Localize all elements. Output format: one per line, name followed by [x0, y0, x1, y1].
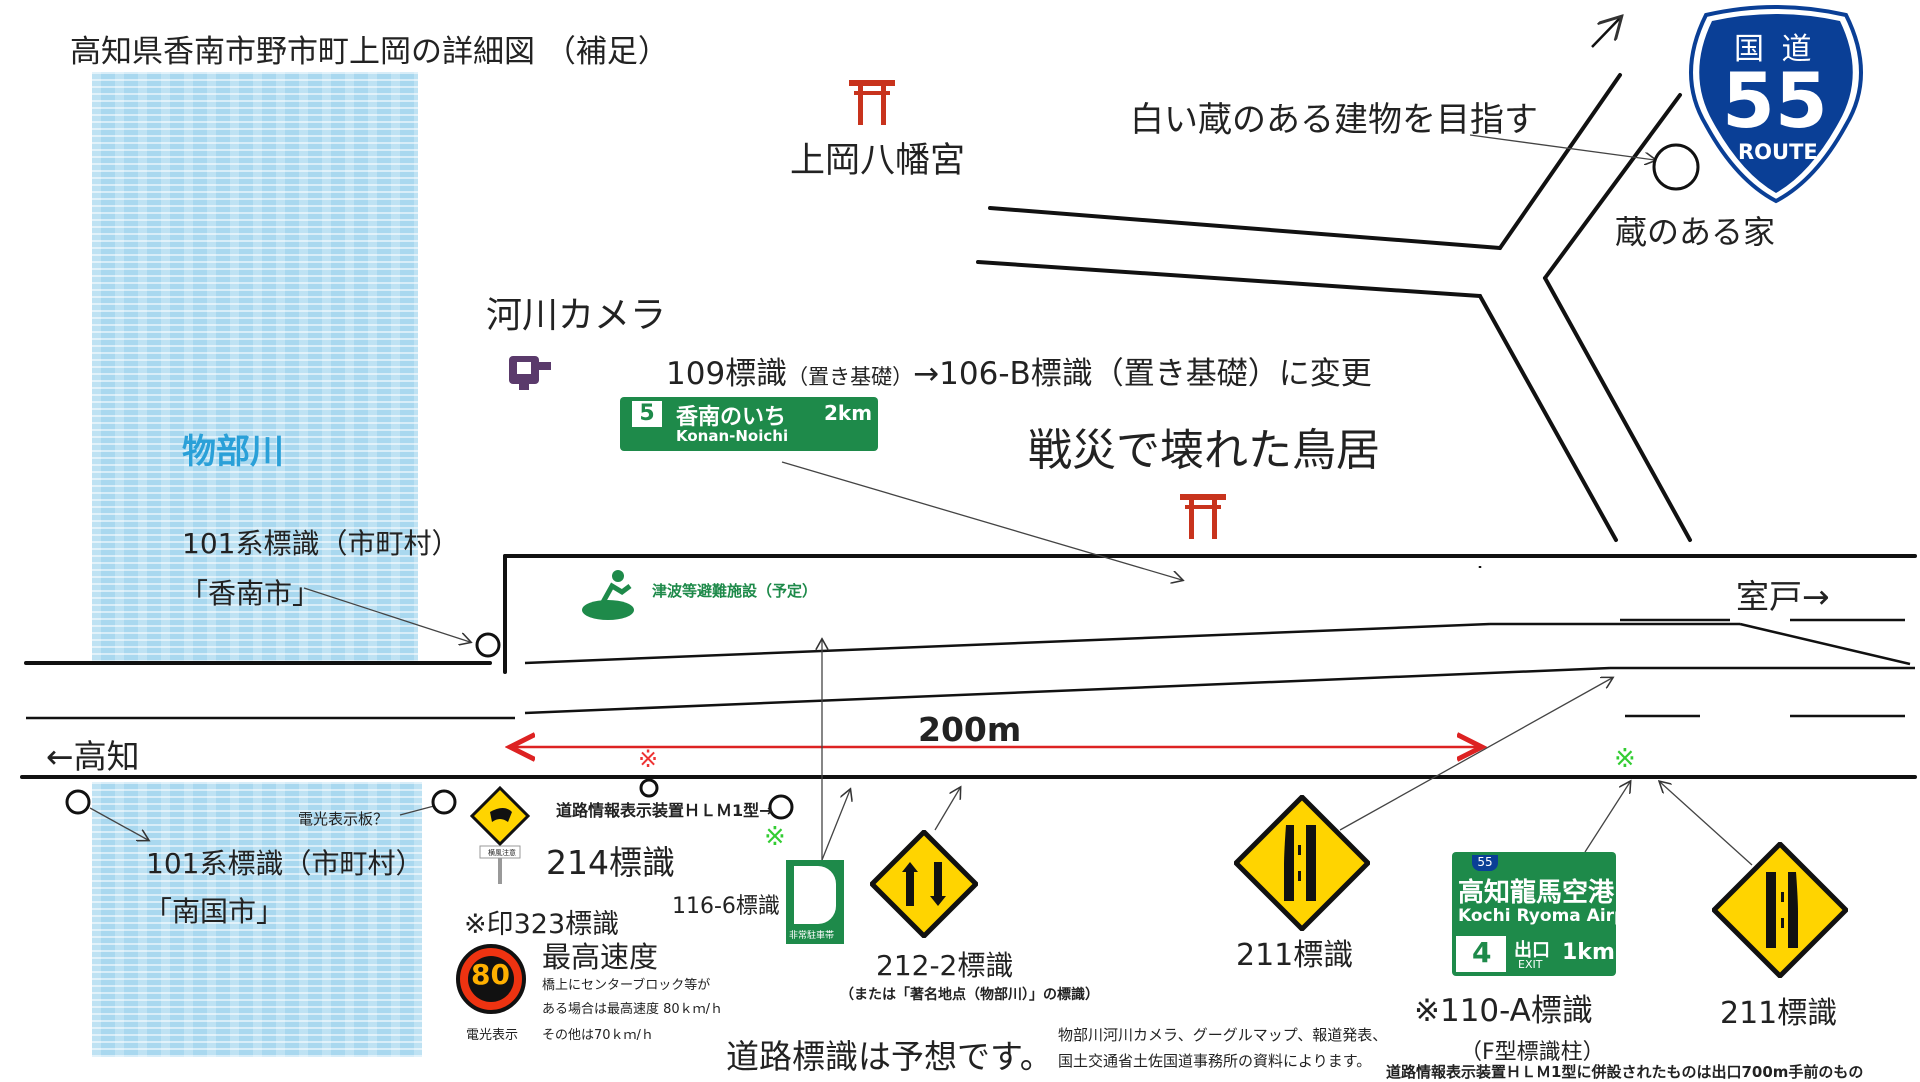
route-shield-top: 国 道 — [1734, 32, 1816, 67]
house-label: 蔵のある家 — [1615, 213, 1776, 251]
kochi-direction: ←高知 — [46, 737, 140, 776]
tsunami-evacuation-icon — [580, 568, 640, 624]
airport-name-jp: 高知龍馬空港 — [1458, 878, 1615, 908]
sign211-a-icon — [1232, 793, 1372, 935]
route-shield-number: 55 — [1722, 56, 1828, 145]
sign-change-small2: （置き基礎） — [1092, 356, 1279, 392]
airport-sign: 55 高知龍馬空港 Kochi Ryoma Airport 4 出口 EXIT … — [1452, 852, 1654, 976]
sign211-b-icon — [1710, 840, 1850, 982]
green-destination-sign: 5 香南のいち 2km Konan-Noichi — [620, 397, 878, 451]
sign101-bottom-title: 101系標識（市町村） — [146, 847, 424, 880]
shrine-name: 上岡八幡宮 — [790, 141, 966, 181]
river-lower — [92, 782, 422, 1057]
sign212-label: 212-2標識 — [876, 949, 1014, 982]
torii-destroyed-label: 戦災で壊れた鳥居 — [1028, 425, 1380, 476]
tsunami-label: 津波等避難施設（予定） — [652, 582, 818, 600]
torii-icon — [847, 76, 897, 130]
airport-exit-number: 4 — [1472, 936, 1492, 969]
sign323-note3: その他は70ｋｍ/ｈ — [542, 1028, 654, 1043]
sign-change-small1: （置き基礎） — [787, 365, 914, 389]
route-shield-bottom: ROUTE — [1738, 140, 1818, 164]
river-camera-label: 河川カメラ — [486, 295, 667, 336]
muroto-direction: 室戸→ — [1736, 577, 1830, 616]
sign-change-prefix: 109標識 — [666, 356, 788, 392]
airport-name-en: Kochi Ryoma Airport — [1458, 906, 1655, 926]
speed-limit-value: 80 — [471, 958, 510, 991]
sign212-icon — [868, 828, 980, 942]
sign214-plate: 横風注意 — [488, 849, 516, 857]
sources-line1: 物部川河川カメラ、グーグルマップ、報道発表、 — [1058, 1026, 1388, 1044]
sign-change-suffix: に変更 — [1278, 356, 1372, 392]
asterisk-mark-green-1: ※ — [764, 822, 786, 852]
sign116-inner — [794, 866, 836, 924]
sign116-plate: 非常駐車帯 — [789, 931, 835, 941]
sign110-label: ※110-A標識 — [1414, 993, 1593, 1029]
airport-exit-box — [1456, 936, 1506, 972]
sign116-icon: 非常駐車帯 — [786, 860, 844, 944]
sign323-note1: 橋上にセンターブロック等が — [542, 978, 711, 993]
sign323-heading: 最高速度 — [542, 940, 659, 974]
camera-icon — [505, 350, 555, 396]
asterisk-mark-red: ※ — [638, 745, 659, 773]
green-sign-name: 香南のいち — [676, 405, 787, 430]
sign323-caption: 電光表示 — [466, 1028, 519, 1043]
sign110-pole: （F型標識柱） — [1460, 1040, 1605, 1065]
airport-dist: 1km — [1562, 940, 1615, 965]
house-target-note: 白い蔵のある建物を目指す — [1130, 100, 1538, 140]
sign-change-middle: →106-B標識 — [913, 356, 1093, 392]
sign116-label: 116-6標識 — [672, 894, 780, 919]
sign101-top-name: 「香南市」 — [180, 577, 321, 610]
electric-board-question: 電光表示板？ — [298, 810, 389, 828]
green-sign-dist: 2km — [824, 401, 873, 425]
torii-destroyed-icon — [1178, 490, 1228, 544]
sign211-b-label: 211標識 — [1720, 996, 1838, 1031]
route-55-shield — [1676, 5, 1876, 209]
sign-change-note: 109標識（置き基礎）→106-B標識（置き基礎）に変更 — [666, 348, 1372, 393]
footnote-hlm: 道路情報表示装置ＨＬＭ1型に併設されたものは出口700m手前のもの — [1386, 1063, 1864, 1081]
airport-exit-jp: 出口 — [1514, 940, 1550, 961]
sign323-note2: ある場合は最高速度 80ｋｍ/ｈ — [542, 1002, 724, 1017]
airport-route-badge: 55 — [1472, 855, 1498, 871]
disclaimer: 道路標識は予想です。 — [726, 1037, 1053, 1076]
sign211-a-label: 211標識 — [1236, 938, 1354, 973]
sign214-icon — [469, 785, 531, 890]
river-upper — [92, 72, 418, 662]
lane-taper-1 — [524, 622, 1491, 665]
distance-label: 200m — [918, 710, 1022, 749]
sign101-bottom-name: 「南国市」 — [144, 895, 285, 928]
sign212-note: （または「著名地点（物部川）」の標識） — [840, 987, 1099, 1003]
green-sign-romaji: Konan-Noichi — [676, 427, 789, 445]
sign214-label: 214標識 — [546, 843, 675, 882]
river-name: 物部川 — [182, 432, 284, 472]
green-sign-number: 5 — [632, 401, 662, 427]
asterisk-mark-green-2: ※ — [1614, 744, 1636, 774]
north-arrow — [1591, 18, 1620, 48]
road-info-device-label: 道路情報表示装置ＨＬＭ1型→ — [556, 801, 773, 820]
sign101-top-title: 101系標識（市町村） — [182, 527, 460, 560]
sign323-title: ※印323標識 — [464, 909, 620, 940]
page-title: 高知県香南市野市町上岡の詳細図 （補足） — [70, 34, 669, 70]
speed-limit-sign: 80 — [456, 944, 526, 1014]
sources-line2: 国土交通省土佐国道事務所の資料によります。 — [1058, 1052, 1372, 1070]
airport-exit-en: EXIT — [1518, 958, 1543, 971]
speed-limit-inner — [468, 956, 514, 1002]
